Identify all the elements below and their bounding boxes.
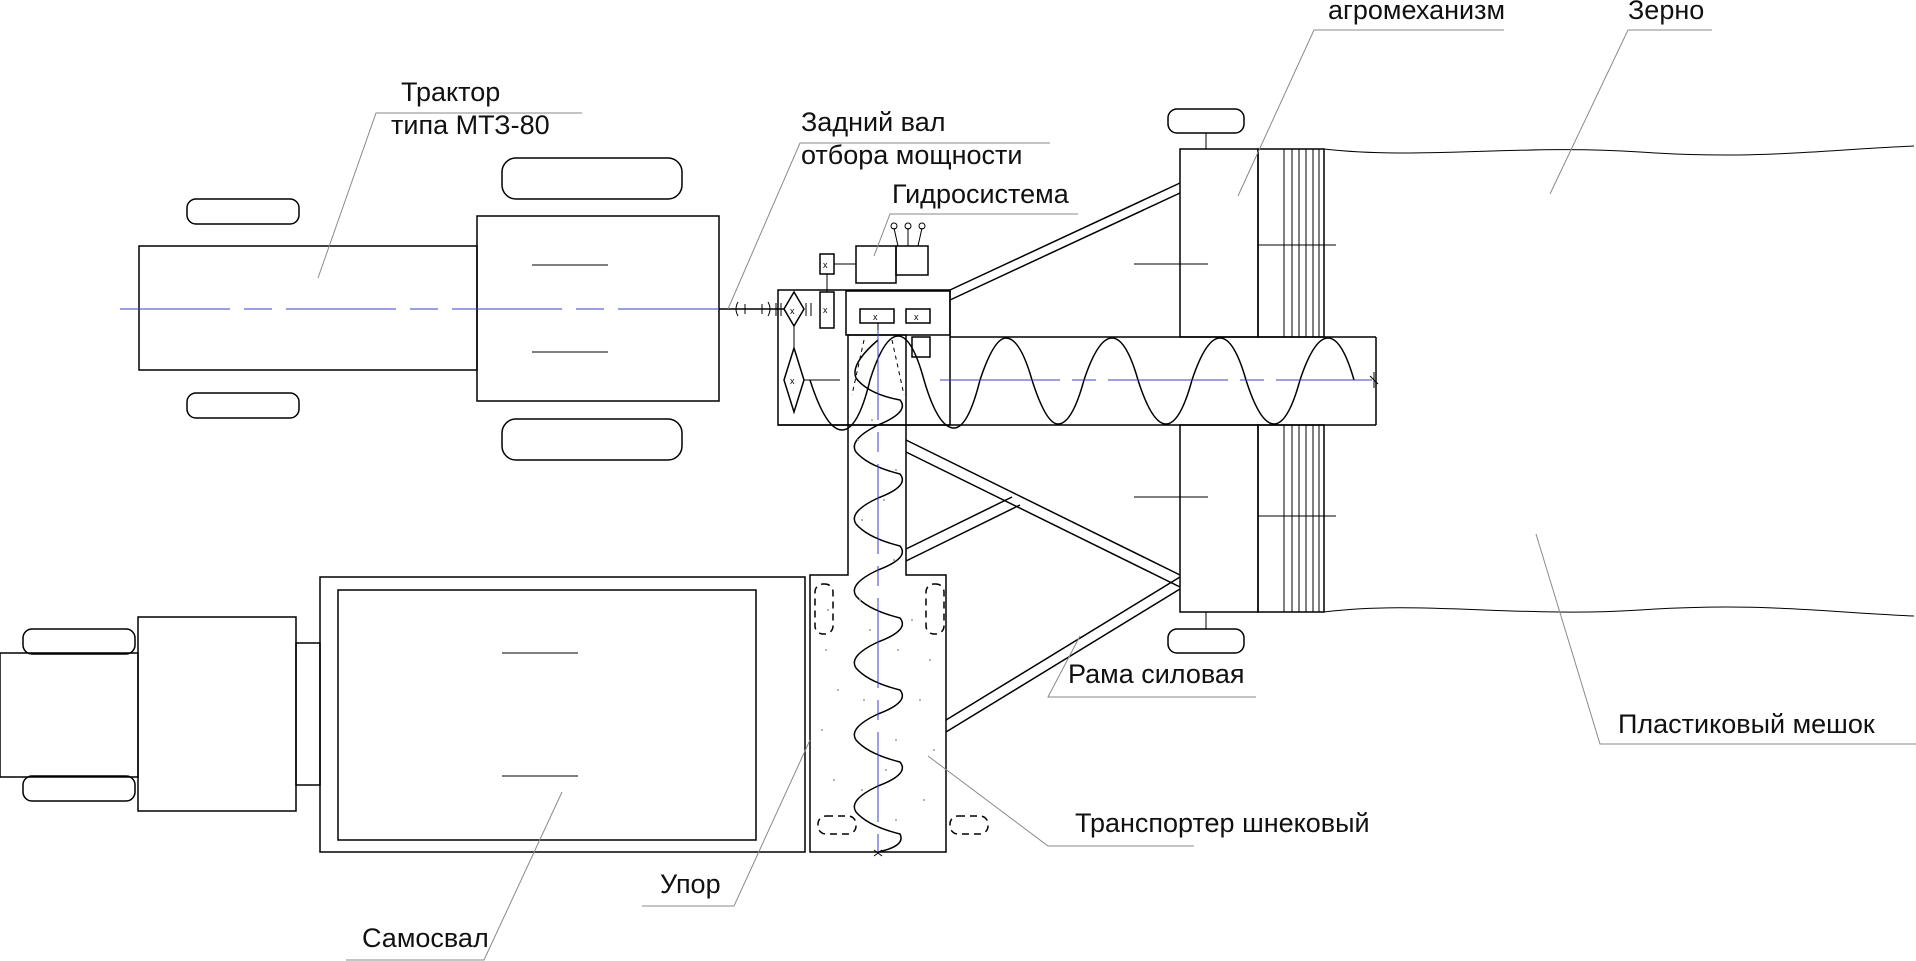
tractor bbox=[138, 157, 720, 461]
svg-text:x: x bbox=[790, 376, 795, 386]
svg-text:x: x bbox=[873, 312, 878, 322]
label-power-frame: Рама силовая bbox=[1068, 659, 1245, 689]
truck-bed bbox=[337, 589, 757, 841]
leader-lines bbox=[317, 29, 1916, 961]
conveyor-housing bbox=[809, 334, 947, 853]
truck-body bbox=[319, 576, 806, 853]
hydraulic-system bbox=[855, 222, 929, 284]
hydraulic-tank bbox=[895, 245, 929, 276]
label-stop: Упор bbox=[660, 869, 721, 899]
svg-text:x: x bbox=[790, 306, 795, 316]
gearbox: x x x x x x bbox=[775, 253, 951, 426]
agromechanism bbox=[1134, 108, 1336, 654]
truck-wheel-bottom bbox=[22, 775, 136, 802]
grain-dots bbox=[821, 419, 935, 821]
leader-grain bbox=[1549, 29, 1712, 195]
power-frame bbox=[905, 182, 1181, 733]
tractor-front-wheel-bottom bbox=[186, 392, 300, 419]
pto-shaft bbox=[719, 301, 784, 317]
svg-text:x: x bbox=[823, 305, 828, 315]
drive-housing bbox=[845, 290, 951, 336]
label-pto-line2: отбора мощности bbox=[801, 140, 1023, 170]
vertical-auger-conveyor bbox=[809, 330, 989, 857]
leader-dump-truck bbox=[346, 791, 563, 961]
leader-agromechanism bbox=[1237, 29, 1504, 197]
agromechanism-wheel-top bbox=[1167, 108, 1245, 134]
dump-truck bbox=[0, 576, 806, 853]
bag-edge-top bbox=[1323, 145, 1915, 156]
stop-bottom-right bbox=[949, 815, 989, 835]
leader-plastic-bag bbox=[1535, 533, 1916, 745]
label-tractor: Трактор bbox=[401, 77, 501, 107]
leader-stop bbox=[642, 739, 811, 907]
leader-auger-conveyor bbox=[927, 755, 1194, 847]
leader-tractor bbox=[317, 112, 582, 279]
gear-rhombus-top bbox=[783, 290, 805, 328]
plastic-bag bbox=[1323, 145, 1915, 617]
agromechanism-lower bbox=[1179, 424, 1259, 613]
auger-flight-horizontal bbox=[809, 335, 1355, 431]
stop-right bbox=[925, 583, 945, 635]
stop-left bbox=[814, 583, 834, 635]
tractor-body bbox=[138, 245, 478, 371]
label-tractor-type: типа МТЗ-80 bbox=[391, 110, 550, 140]
svg-text:x: x bbox=[914, 312, 919, 322]
tractor-rear-wheel-top bbox=[501, 157, 683, 200]
agromechanism-wheel-bottom bbox=[1167, 628, 1245, 654]
label-auger-conveyor: Транспортер шнековый bbox=[1075, 808, 1370, 838]
bag-edge-bottom bbox=[1323, 606, 1915, 617]
truck-hood bbox=[0, 652, 139, 778]
leader-pto bbox=[727, 142, 1050, 310]
svg-text:x: x bbox=[823, 260, 828, 270]
label-hydraulics: Гидросистема bbox=[892, 179, 1069, 209]
label-dump-truck: Самосвал bbox=[362, 923, 489, 953]
bag-tunnel-upper bbox=[1257, 148, 1325, 338]
bag-tunnel-lower bbox=[1257, 424, 1325, 613]
stop-bottom-left bbox=[817, 815, 857, 835]
tractor-rear-wheel-bottom bbox=[501, 418, 683, 461]
label-agromechanism: агромеханизм bbox=[1328, 0, 1506, 25]
label-grain: Зерно bbox=[1628, 0, 1705, 25]
leader-hydraulics bbox=[873, 213, 1078, 257]
truck-cab bbox=[137, 616, 297, 812]
leader-power-frame bbox=[1047, 635, 1256, 698]
truck-wheel-top bbox=[22, 628, 136, 655]
label-pto-line1: Задний вал bbox=[801, 107, 946, 137]
tractor-front-wheel-top bbox=[186, 198, 300, 225]
label-plastic-bag: Пластиковый мешок bbox=[1618, 709, 1875, 739]
